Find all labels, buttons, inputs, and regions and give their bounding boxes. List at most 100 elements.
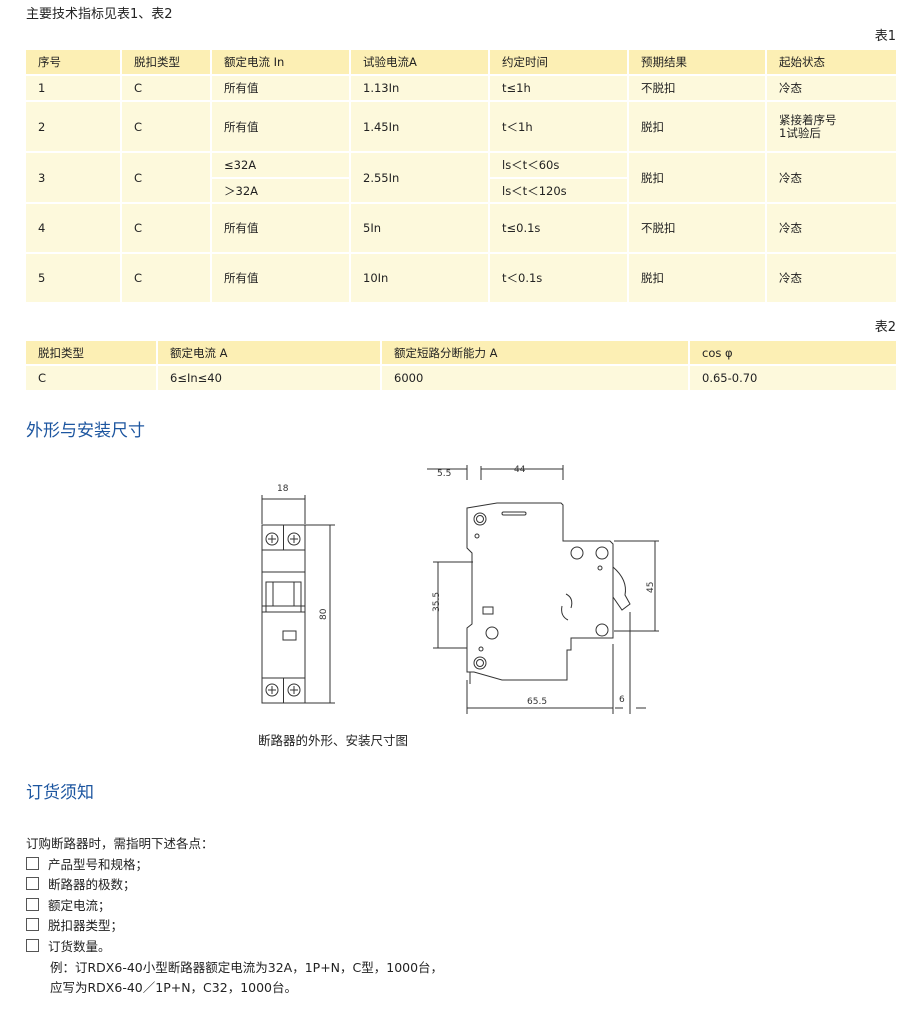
ordering-notes: 订购断路器时，需指明下述各点： 产品型号和规格； 断路器的极数； 额定电流； 脱… [0, 834, 920, 999]
cell: C [122, 204, 210, 252]
drawing-caption: 断路器的外形、安装尺寸图 [258, 733, 409, 748]
cell: C [122, 254, 210, 302]
side-dimension-lines [427, 465, 659, 714]
cell: 3 [26, 153, 120, 202]
intro-text: 主要技术指标见表1、表2 [26, 7, 173, 22]
cell: ls＜t＜60s [490, 153, 627, 177]
example-line-1: 例：订RDX6-40小型断路器额定电流为32A，1P+N，C型，1000台， [50, 959, 444, 975]
header-cell: 序号 [26, 50, 120, 74]
cell: t＜0.1s [490, 254, 627, 302]
dim-80: 80 [319, 608, 329, 620]
cell: 冷态 [767, 204, 896, 252]
checkbox-icon [26, 897, 39, 911]
cell: 6≤In≤40 [158, 366, 380, 390]
cell: t≤0.1s [490, 204, 627, 252]
table-row: 1 C 所有值 1.13In t≤1h 不脱扣 冷态 [26, 76, 896, 100]
cell: 所有值 [212, 102, 349, 151]
table2-header: 脱扣类型 额定电流 A 额定短路分断能力 A cos φ [26, 341, 896, 364]
header-cell: 约定时间 [490, 50, 627, 74]
dim-5-5: 5.5 [437, 469, 451, 479]
cell-line: 紧接着序号 [779, 112, 837, 127]
cell: ＞32A [212, 179, 349, 202]
section-title-ordering: 订货须知 [26, 783, 94, 803]
cell: 冷态 [767, 254, 896, 302]
cell: 不脱扣 [629, 204, 765, 252]
ordering-lead: 订购断路器时，需指明下述各点： [26, 836, 214, 851]
checkbox-icon [26, 918, 39, 932]
cell: 6000 [382, 366, 688, 390]
order-item: 订货数量。 [26, 937, 920, 958]
order-item: 脱扣器类型； [26, 916, 920, 937]
header-cell: 起始状态 [767, 50, 896, 74]
side-view-device [466, 502, 631, 684]
cell: 5 [26, 254, 120, 302]
cell: 1.13In [351, 76, 488, 100]
dim-6: 6 [619, 695, 625, 705]
cell: C [26, 366, 156, 390]
cell: 所有值 [212, 76, 349, 100]
table2-label: 表2 [874, 320, 896, 335]
header-cell: 脱扣类型 [26, 341, 156, 364]
cell: 2 [26, 102, 120, 151]
front-view-device [261, 495, 335, 704]
cell: 4 [26, 204, 120, 252]
table-row: 3 C ≤32A 2.55In ls＜t＜60s 脱扣 冷态 [26, 153, 896, 202]
dimension-drawing: 18 80 5.5 4 [261, 465, 659, 714]
cell: C [122, 76, 210, 100]
cell: 不脱扣 [629, 76, 765, 100]
cell: 冷态 [767, 153, 896, 202]
order-item: 断路器的极数； [26, 875, 920, 896]
header-cell: 预期结果 [629, 50, 765, 74]
order-item-label: 产品型号和规格； [48, 856, 149, 872]
dim-35-5: 35.5 [432, 592, 442, 612]
cell: t≤1h [490, 76, 627, 100]
table1-header: 序号 脱扣类型 额定电流 In 试验电流A 约定时间 预期结果 起始状态 [26, 50, 896, 74]
order-item-label: 订货数量。 [48, 938, 111, 954]
table-row: C 6≤In≤40 6000 0.65-0.70 [26, 366, 896, 390]
page: 主要技术指标见表1、表2 表1 序号 脱扣类型 额定电流 In 试验电流A 约定… [0, 7, 920, 999]
dim-44: 44 [514, 465, 526, 475]
table2: 脱扣类型 额定电流 A 额定短路分断能力 A cos φ C 6≤In≤40 6… [24, 339, 898, 392]
cell: C [122, 153, 210, 202]
dim-65-5: 65.5 [527, 697, 547, 707]
header-cell: 额定电流 In [212, 50, 349, 74]
order-item: 产品型号和规格； [26, 855, 920, 876]
cell: 2.55In [351, 153, 488, 202]
dim-45: 45 [646, 582, 656, 593]
header-cell: 脱扣类型 [122, 50, 210, 74]
section-title-dimensions: 外形与安装尺寸 [26, 421, 145, 441]
order-item-label: 脱扣器类型； [48, 918, 124, 934]
cell: 5In [351, 204, 488, 252]
cell: 脱扣 [629, 254, 765, 302]
cell: 所有值 [212, 204, 349, 252]
cell: C [122, 102, 210, 151]
header-cell: 试验电流A [351, 50, 488, 74]
checkbox-icon [26, 938, 39, 952]
example-line-2: 应写为RDX6-40／1P+N，C32，1000台。 [50, 980, 298, 996]
table1: 序号 脱扣类型 额定电流 In 试验电流A 约定时间 预期结果 起始状态 1 C… [24, 48, 898, 304]
cell-line: 1试验后 [779, 125, 821, 140]
dim-18: 18 [277, 484, 289, 494]
cell: 脱扣 [629, 102, 765, 151]
cell: 10In [351, 254, 488, 302]
order-item: 额定电流； [26, 896, 920, 917]
cell: 0.65-0.70 [690, 366, 896, 390]
table-row: 5 C 所有值 10In t＜0.1s 脱扣 冷态 [26, 254, 896, 302]
header-cell: 额定短路分断能力 A [382, 341, 688, 364]
cell: t＜1h [490, 102, 627, 151]
header-cell: 额定电流 A [158, 341, 380, 364]
cell: 所有值 [212, 254, 349, 302]
checkbox-icon [26, 856, 39, 870]
table1-label: 表1 [874, 29, 896, 44]
checkbox-icon [26, 877, 39, 891]
order-item-label: 额定电流； [48, 897, 111, 913]
cell: 脱扣 [629, 153, 765, 202]
table-row: ＞32A ls＜t＜120s [26, 179, 896, 202]
cell: 1 [26, 76, 120, 100]
header-cell: cos φ [690, 341, 896, 364]
table-row: 4 C 所有值 5In t≤0.1s 不脱扣 冷态 [26, 204, 896, 252]
cell: ls＜t＜120s [490, 179, 627, 202]
cell: 冷态 [767, 76, 896, 100]
